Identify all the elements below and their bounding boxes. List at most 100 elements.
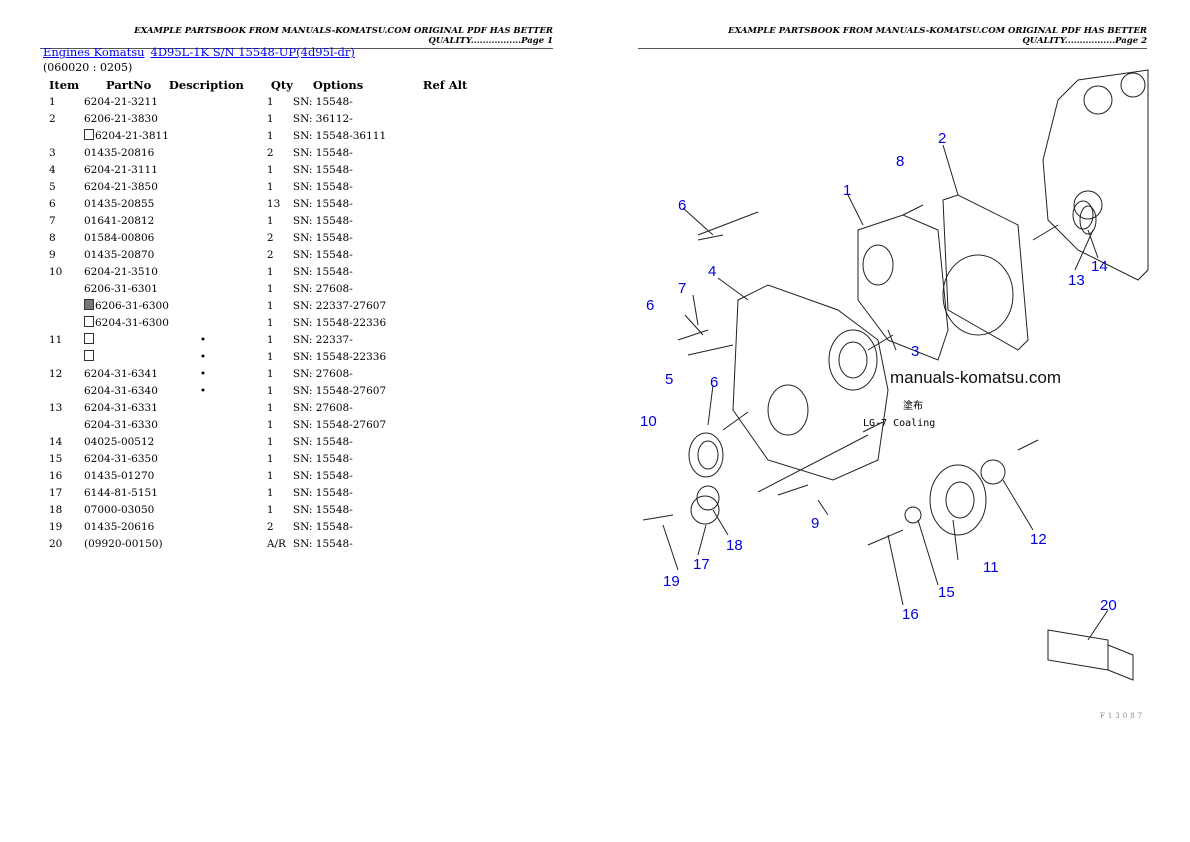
- item-text: 6: [49, 197, 56, 210]
- cell-part: 6204-21-3850: [84, 178, 169, 195]
- part-13: [1079, 205, 1097, 235]
- part-text: 01435-01270: [84, 469, 155, 482]
- item-text: 7: [49, 214, 56, 227]
- bushing-part-12: [980, 459, 1006, 485]
- cell-desc: [169, 144, 267, 161]
- cell-part: 6204-21-3811: [84, 127, 169, 144]
- cell-qty: 1: [267, 365, 293, 382]
- part-text: 6204-31-6300: [95, 317, 169, 329]
- cell-item: 10: [43, 263, 84, 280]
- cell-opt: SN: 15548-: [293, 212, 423, 229]
- group-code: (060020 : 0205): [43, 61, 133, 74]
- callout-6a: 6: [678, 197, 686, 214]
- part-text: 6204-21-3850: [84, 180, 158, 193]
- cell-opt: SN: 15548-: [293, 467, 423, 484]
- part-text: 01584-00806: [84, 231, 155, 244]
- cell-desc: [169, 195, 267, 212]
- part-text: 6206-31-6301: [84, 282, 158, 295]
- marker-icon: [84, 129, 94, 140]
- opt-text: SN: 27608-: [292, 282, 353, 295]
- cell-qty: 1: [267, 331, 293, 348]
- cell-opt: SN: 27608-: [293, 280, 423, 297]
- cell-item: 1: [43, 93, 84, 110]
- callout-2: 2: [938, 130, 946, 147]
- qty-text: 2: [266, 520, 274, 533]
- gear-case-part-1: [857, 214, 949, 361]
- breadcrumb: Engines Komatsu 4D95L-1K S/N 15548-UP(4d9…: [43, 45, 361, 59]
- cell-qty: 1: [267, 416, 293, 433]
- plate-part-2: [942, 194, 1029, 351]
- qty-text: 2: [266, 231, 274, 244]
- cell-desc: [169, 110, 267, 127]
- cell-opt: SN: 36112-: [293, 110, 423, 127]
- cell-desc: [169, 229, 267, 246]
- cell-item: 12: [43, 365, 84, 382]
- sensor-part-20: [1047, 629, 1134, 681]
- qty-text: 1: [266, 282, 274, 295]
- cell-desc: [169, 314, 267, 331]
- item-text: 13: [49, 401, 63, 414]
- part-text: 6204-31-6331: [84, 401, 158, 414]
- part-text: 6206-21-3830: [84, 112, 158, 125]
- cell-item: 20: [43, 535, 84, 552]
- callout-numbers: 1 2 3 4 5 6 6 6 7 8 9 10 11 12 13 14 15 …: [640, 130, 1117, 623]
- figure-code: F13087: [1100, 712, 1146, 720]
- cell-item: 9: [43, 246, 84, 263]
- callout-16: 16: [902, 606, 919, 623]
- opt-text: SN: 22337-: [292, 333, 353, 346]
- cell-desc: [169, 127, 267, 144]
- cell-qty: 1: [267, 178, 293, 195]
- column-header: Description: [168, 77, 244, 92]
- cell-item: 18: [43, 501, 84, 518]
- cell-part: 6204-31-6341: [84, 365, 169, 382]
- marker-icon: [84, 316, 94, 327]
- note-jp: 塗布: [903, 399, 923, 412]
- cell-item: 6: [43, 195, 84, 212]
- gear-part-11: [929, 464, 987, 536]
- cell-desc: [169, 399, 267, 416]
- callout-11: 11: [983, 559, 999, 576]
- callout-17: 17: [693, 556, 710, 573]
- cell-qty: 2: [267, 144, 293, 161]
- opt-text: SN: 15548-: [292, 180, 353, 193]
- cell-part: (09920-00150): [84, 535, 169, 552]
- cell-opt: SN: 15548-: [293, 93, 423, 110]
- cell-desc: [169, 246, 267, 263]
- opt-text: SN: 27608-: [292, 401, 353, 414]
- qty-text: 1: [266, 112, 274, 125]
- breadcrumb-link-model[interactable]: 4D95L-1K S/N 15548-UP(4d95l-dr): [150, 45, 355, 59]
- qty-text: 1: [266, 163, 274, 176]
- opt-text: SN: 15548-: [292, 146, 353, 159]
- callout-7: 7: [678, 280, 686, 297]
- cell-part: 6144-81-5151: [84, 484, 169, 501]
- breadcrumb-link-engines[interactable]: Engines Komatsu: [43, 45, 145, 59]
- marker-icon: [84, 350, 94, 361]
- cell-desc: [169, 93, 267, 110]
- cell-item: 16: [43, 467, 84, 484]
- cell-qty: 1: [267, 467, 293, 484]
- callout-18: 18: [726, 537, 743, 554]
- callout-6b: 6: [646, 297, 654, 314]
- cell-qty: 1: [267, 161, 293, 178]
- cell-item: 15: [43, 450, 84, 467]
- cell-desc: [169, 263, 267, 280]
- marker-icon: [84, 299, 94, 310]
- item-text: 1: [49, 95, 56, 108]
- cell-item: [43, 297, 84, 314]
- part-text: 6204-31-6340: [84, 384, 158, 397]
- cell-opt: SN: 15548-: [293, 178, 423, 195]
- cell-part: 6204-21-3211: [84, 93, 169, 110]
- qty-text: 1: [266, 452, 274, 465]
- item-text: 15: [49, 452, 63, 465]
- front-cover-part-4: [732, 284, 889, 481]
- part-text: 6204-21-3211: [84, 95, 158, 108]
- cell-part: 6206-31-6301: [84, 280, 169, 297]
